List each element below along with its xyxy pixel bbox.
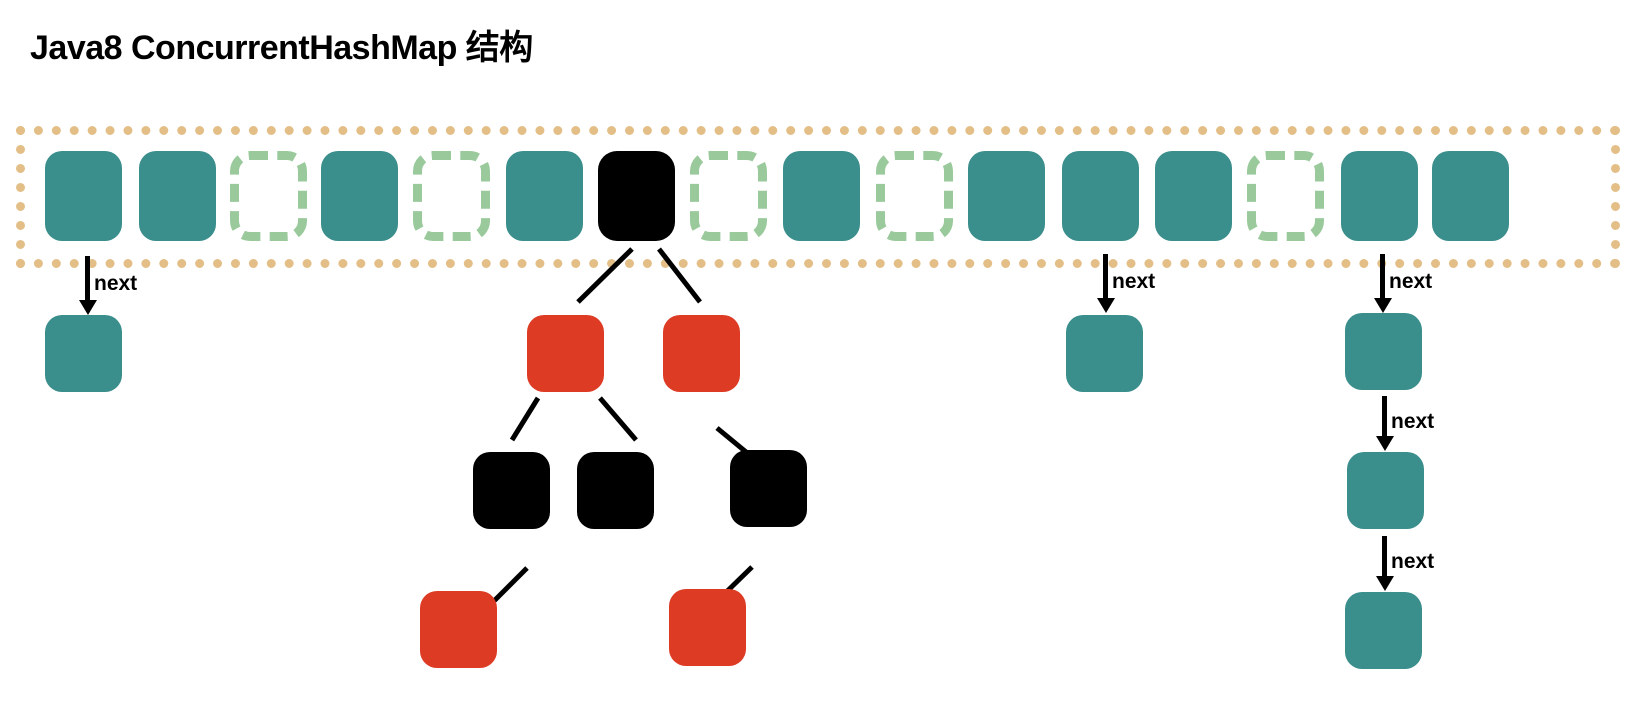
bucket-array-container xyxy=(16,126,1620,268)
bucket-cell-7[interactable] xyxy=(690,151,767,241)
chain-bucket-11-next-label-0: next xyxy=(1112,270,1156,293)
bucket-cell-9[interactable] xyxy=(876,151,953,241)
bucket-cell-1[interactable] xyxy=(139,151,216,241)
tree-node-n-rrl[interactable] xyxy=(669,589,746,666)
chain-bucket-0-node-0[interactable] xyxy=(45,315,122,392)
page-title: Java8 ConcurrentHashMap 结构 xyxy=(30,29,533,67)
tree-node-n-lr[interactable] xyxy=(577,452,654,529)
tree-node-n-ll[interactable] xyxy=(473,452,550,529)
bucket-cell-13[interactable] xyxy=(1247,151,1324,241)
tree-node-n-l[interactable] xyxy=(527,315,604,392)
chain-bucket-14-next-arrow-2 xyxy=(1382,536,1387,578)
bucket-cell-10[interactable] xyxy=(968,151,1045,241)
chain-bucket-14-next-label-0: next xyxy=(1389,270,1433,293)
chain-bucket-14-next-arrow-0 xyxy=(1380,254,1385,300)
chain-bucket-11-next-arrow-0 xyxy=(1103,254,1108,300)
bucket-cell-4[interactable] xyxy=(413,151,490,241)
chain-bucket-14-node-2[interactable] xyxy=(1345,592,1422,669)
chain-bucket-14-node-0[interactable] xyxy=(1345,313,1422,390)
chain-bucket-0-next-arrow-0 xyxy=(85,256,90,302)
chain-bucket-14-node-1[interactable] xyxy=(1347,452,1424,529)
bucket-cell-15[interactable] xyxy=(1432,151,1509,241)
chain-bucket-14-next-label-1: next xyxy=(1391,410,1435,433)
chain-bucket-0-next-label-0: next xyxy=(94,272,138,295)
tree-edge-n-l-to-n-lr xyxy=(598,396,638,442)
bucket-cell-2[interactable] xyxy=(230,151,307,241)
bucket-cell-6[interactable] xyxy=(598,151,675,241)
bucket-cell-11[interactable] xyxy=(1062,151,1139,241)
bucket-cell-3[interactable] xyxy=(321,151,398,241)
tree-node-n-lll[interactable] xyxy=(420,591,497,668)
chain-bucket-14-next-arrow-1 xyxy=(1382,396,1387,438)
tree-node-n-rr[interactable] xyxy=(730,450,807,527)
bucket-cell-12[interactable] xyxy=(1155,151,1232,241)
tree-edge-n-l-to-n-ll xyxy=(509,396,541,442)
chain-bucket-11-node-0[interactable] xyxy=(1066,315,1143,392)
tree-node-n-r[interactable] xyxy=(663,315,740,392)
bucket-cell-14[interactable] xyxy=(1341,151,1418,241)
bucket-cell-8[interactable] xyxy=(783,151,860,241)
chain-bucket-14-next-label-2: next xyxy=(1391,550,1435,573)
bucket-cell-0[interactable] xyxy=(45,151,122,241)
bucket-cell-5[interactable] xyxy=(506,151,583,241)
